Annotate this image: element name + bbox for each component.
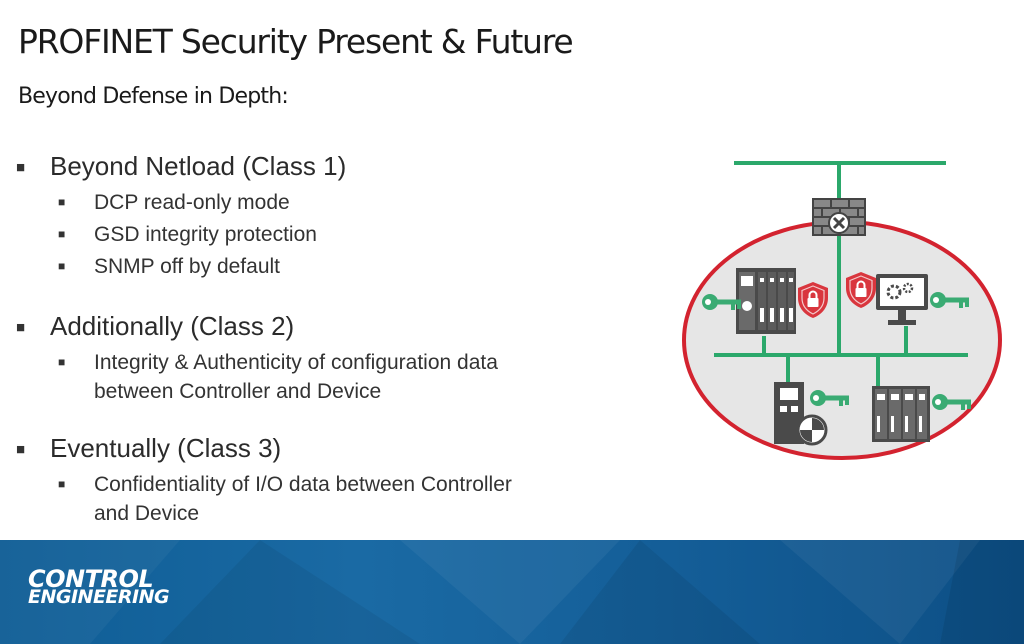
sub-bullet-marker: ■: [58, 227, 66, 241]
bullet-marker: ■: [16, 441, 26, 458]
logo-line-2: ENGINEERING: [28, 586, 170, 608]
footer-bar: CONTROL ENGINEERING: [0, 540, 1024, 644]
protected-zone: [682, 220, 1002, 460]
network-lines: [714, 161, 968, 388]
bullet-label: Eventually (Class 3): [50, 433, 282, 463]
controller-icon: [736, 268, 796, 334]
bullet-section-class-1: ■ Beyond Netload (Class 1) ■ DCP read-only…: [16, 150, 616, 284]
sub-bullet-text: Confidentiality of I/O data between Cont…: [94, 473, 512, 525]
sub-bullet-marker: ■: [58, 259, 66, 273]
control-engineering-logo: CONTROL ENGINEERING: [28, 565, 170, 608]
bullet-item: ■ Eventually (Class 3): [16, 432, 616, 469]
firewall-icon: [812, 198, 866, 236]
sub-bullet-text: GSD integrity protection: [94, 223, 317, 246]
slide-subtitle: Beyond Defense in Depth:: [18, 84, 289, 109]
slide-title: PROFINET Security Present & Future: [18, 22, 574, 61]
sub-bullet-item: ■ Integrity & Authenticity of configurati…: [58, 348, 616, 406]
drive-device-icon: [774, 382, 828, 446]
bullet-item: ■ Additionally (Class 2): [16, 310, 616, 347]
bullet-list: ■ Beyond Netload (Class 1) ■ DCP read-only…: [16, 150, 616, 554]
footer-pattern: [0, 540, 1024, 644]
sub-bullet-item: ■ DCP read-only mode: [58, 188, 616, 220]
sub-bullet-item: ■ Confidentiality of I/O data between Con…: [58, 470, 616, 528]
sub-bullet-item: ■ GSD integrity protection: [58, 220, 616, 252]
sub-bullet-item: ■ SNMP off by default: [58, 252, 616, 284]
sub-bullet-text: DCP read-only mode: [94, 191, 290, 214]
sub-bullet-text: Integrity & Authenticity of configuratio…: [94, 351, 498, 403]
network-security-diagram: [682, 161, 1002, 460]
sub-bullet-marker: ■: [58, 355, 66, 369]
bullet-section-class-3: ■ Eventually (Class 3) ■ Confidentiality o…: [16, 432, 616, 528]
bullet-section-class-2: ■ Additionally (Class 2) ■ Integrity & Aut…: [16, 310, 616, 406]
sub-bullet-marker: ■: [58, 477, 66, 491]
bullet-marker: ■: [16, 319, 26, 336]
logo-line-1: CONTROL: [28, 565, 154, 593]
workstation-icon: [876, 274, 928, 325]
bullet-marker: ■: [16, 159, 26, 176]
sub-bullet-marker: ■: [58, 195, 66, 209]
bullet-label: Additionally (Class 2): [50, 311, 295, 341]
sub-bullet-text: SNMP off by default: [94, 255, 280, 278]
bullet-item: ■ Beyond Netload (Class 1): [16, 150, 616, 187]
io-device-icon: [872, 386, 930, 442]
bullet-label: Beyond Netload (Class 1): [50, 151, 347, 181]
